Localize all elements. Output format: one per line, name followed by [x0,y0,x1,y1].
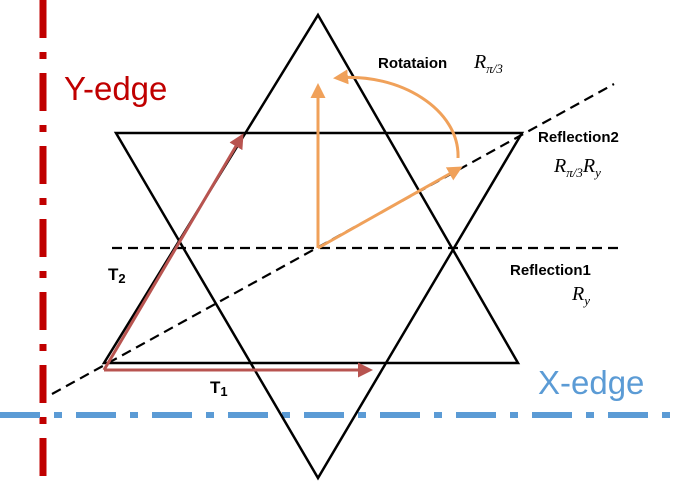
reflection2-label: Reflection2 [538,129,619,146]
rotation-math-label: Rπ/3 [473,51,503,76]
x-edge-label: X-edge [538,364,644,401]
reflection2-math-label: Rπ/3Ry [553,155,601,180]
upward-triangle [101,12,521,365]
y-edge-label: Y-edge [64,70,167,107]
rotation-curved-arrow [333,69,460,159]
reflection1-math-label: Ry [571,283,590,308]
t1-label: T1 [210,378,228,399]
t2-translation-arrow [102,133,244,371]
rotation-diagonal-arrow [317,166,463,250]
t2-label: T2 [108,265,126,286]
rotation-label: Rotataion [378,55,447,72]
reflection1-label: Reflection1 [510,262,591,279]
